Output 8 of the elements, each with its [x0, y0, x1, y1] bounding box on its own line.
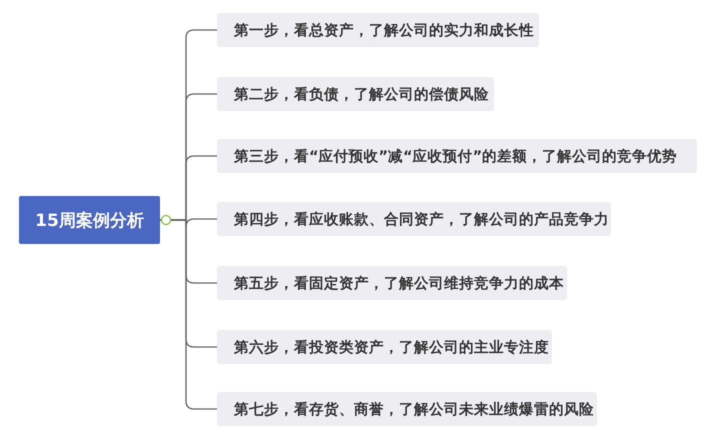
step-box: 第三步，看“应付预收”减“应收预付”的差额，了解公司的竞争优势 [217, 139, 697, 173]
root-topic-box: 15周案例分析 [19, 196, 160, 244]
step-box: 第五步，看固定资产，了解公司维持竞争力的成本 [217, 266, 567, 300]
step-box: 第四步，看应收账款、合同资产，了解公司的产品竞争力 [217, 202, 611, 236]
step-box: 第一步，看总资产，了解公司的实力和成长性 [217, 13, 539, 47]
step-box: 第六步，看投资类资产，了解公司的主业专注度 [217, 330, 552, 364]
step-box: 第七步，看存货、商誉，了解公司未来业绩爆雷的风险 [217, 392, 597, 426]
step-box: 第二步，看负债，了解公司的偿债风险 [217, 77, 494, 111]
